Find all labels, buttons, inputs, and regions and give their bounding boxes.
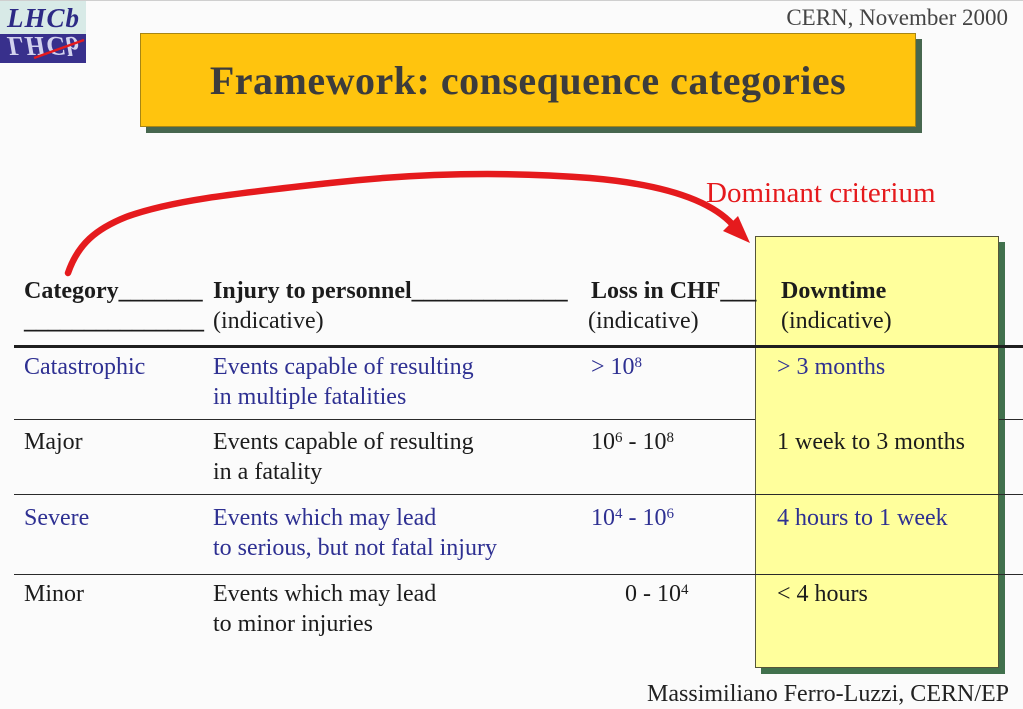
loss-cell: > 108	[591, 354, 643, 380]
header-downtime: Downtime	[781, 278, 887, 304]
injury-line: Events which may lead	[213, 505, 437, 531]
lhcb-reflection: LHCb	[0, 34, 86, 63]
title-banner: Framework: consequence categories	[140, 33, 916, 127]
downtime-cell: < 4 hours	[777, 581, 868, 607]
header-loss: Loss in CHF___	[591, 278, 757, 304]
lhcb-wordmark-text: LHCb	[7, 3, 81, 33]
logo-red-slash-icon	[33, 38, 85, 60]
corner-date: CERN, November 2000	[786, 5, 1008, 30]
injury-cell: Events which may lead to minor injuries	[213, 579, 603, 639]
lhcb-wordmark: LHCb	[0, 1, 86, 34]
header-injury: Injury to personnel_____________	[213, 278, 568, 304]
loss-cell: 0 - 104	[625, 581, 689, 607]
lhcb-logo: LHCb LHCb	[0, 1, 86, 63]
category-cell: Catastrophic	[24, 354, 146, 380]
header-downtime-sub: (indicative)	[781, 308, 892, 334]
injury-line: in multiple fatalities	[213, 384, 407, 410]
injury-cell: Events capable of resulting in a fatalit…	[213, 427, 603, 487]
injury-line: Events capable of resulting	[213, 354, 474, 380]
injury-line: Events which may lead	[213, 581, 437, 607]
page-title: Framework: consequence categories	[209, 57, 847, 103]
header-loss-sub: (indicative)	[588, 308, 699, 334]
header-category-fill: _______________	[24, 308, 204, 334]
downtime-highlight-box	[755, 236, 999, 668]
header-category: Category_______	[24, 278, 203, 304]
injury-line: Events capable of resulting	[213, 429, 474, 455]
injury-cell: Events capable of resulting in multiple …	[213, 352, 603, 412]
injury-line: in a fatality	[213, 459, 323, 485]
injury-cell: Events which may lead to serious, but no…	[213, 503, 603, 563]
loss-cell: 106 - 108	[591, 429, 674, 455]
row-divider	[14, 419, 755, 420]
row-divider	[999, 419, 1023, 420]
injury-line: to serious, but not fatal injury	[213, 535, 497, 561]
header-injury-sub: (indicative)	[213, 308, 324, 334]
dominant-criterium-label: Dominant criterium	[706, 177, 936, 209]
downtime-cell: > 3 months	[777, 354, 886, 380]
footer-credit: Massimiliano Ferro-Luzzi, CERN/EP	[647, 681, 1009, 707]
category-cell: Severe	[24, 505, 90, 531]
downtime-cell: 4 hours to 1 week	[777, 505, 948, 531]
downtime-cell: 1 week to 3 months	[777, 429, 965, 455]
header-rule	[14, 345, 1023, 348]
loss-cell: 104 - 106	[591, 505, 674, 531]
category-cell: Minor	[24, 581, 84, 607]
injury-line: to minor injuries	[213, 611, 373, 637]
row-divider	[14, 574, 1023, 575]
category-cell: Major	[24, 429, 83, 455]
row-divider	[14, 494, 1023, 495]
